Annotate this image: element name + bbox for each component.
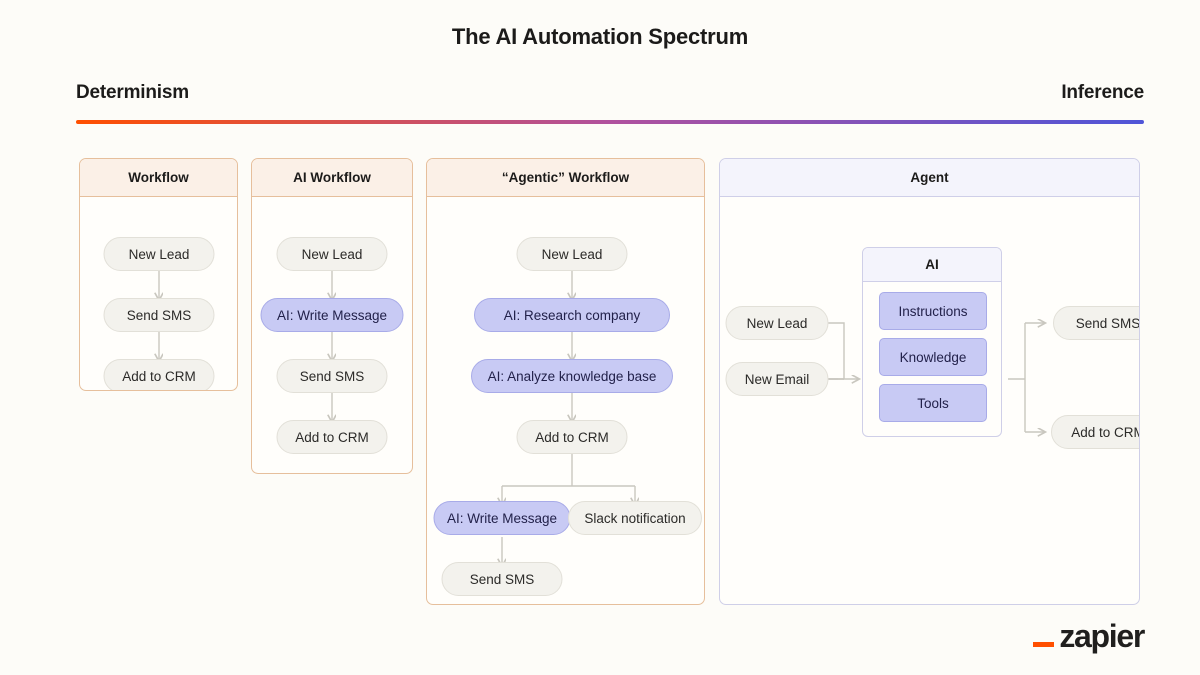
connectors-ai-workflow bbox=[252, 271, 413, 474]
agent-ai-box: AI Instructions Knowledge Tools bbox=[862, 247, 1002, 437]
connectors-agent bbox=[820, 197, 1140, 605]
agent-ai-box-title: AI bbox=[863, 248, 1001, 282]
spectrum-label-inference: Inference bbox=[1061, 82, 1144, 103]
connectors-agentic-workflow bbox=[427, 271, 705, 605]
node-new-lead[interactable]: New Lead bbox=[276, 237, 388, 271]
card-body-ai-workflow: New Lead AI: Write Message Send SMS Add … bbox=[252, 197, 413, 474]
node-input-new-email[interactable]: New Email bbox=[725, 362, 829, 396]
logo-underscore-icon bbox=[1033, 642, 1055, 647]
node-new-lead[interactable]: New Lead bbox=[103, 237, 215, 271]
node-input-new-lead[interactable]: New Lead bbox=[725, 306, 829, 340]
card-title-agent: Agent bbox=[720, 159, 1139, 197]
node-output-send-sms[interactable]: Send SMS bbox=[1053, 306, 1139, 340]
ai-block-knowledge[interactable]: Knowledge bbox=[879, 338, 987, 376]
node-send-sms[interactable]: Send SMS bbox=[276, 359, 388, 393]
node-send-sms[interactable]: Send SMS bbox=[441, 562, 563, 596]
spectrum-gradient-bar bbox=[76, 120, 1144, 124]
page-title: The AI Automation Spectrum bbox=[451, 24, 749, 49]
logo-wordmark: zapier bbox=[1059, 617, 1145, 654]
node-add-to-crm[interactable]: Add to CRM bbox=[103, 359, 215, 390]
card-title-agentic-workflow: “Agentic” Workflow bbox=[427, 159, 704, 197]
node-slack-notification[interactable]: Slack notification bbox=[568, 501, 702, 535]
spectrum-label-determinism: Determinism bbox=[76, 82, 189, 103]
node-ai-analyze-knowledge-base[interactable]: AI: Analyze knowledge base bbox=[471, 359, 673, 393]
node-ai-research-company[interactable]: AI: Research company bbox=[474, 298, 670, 332]
ai-block-tools[interactable]: Tools bbox=[879, 384, 987, 422]
connectors-workflow bbox=[80, 271, 238, 391]
node-send-sms[interactable]: Send SMS bbox=[103, 298, 215, 332]
card-agentic-workflow: “Agentic” Workflow New Lead AI: Research… bbox=[426, 158, 705, 605]
card-ai-workflow: AI Workflow New Lead AI: Write Message S… bbox=[251, 158, 413, 474]
card-agent: Agent New Lead New Email A bbox=[719, 158, 1140, 605]
node-ai-write-message[interactable]: AI: Write Message bbox=[433, 501, 571, 535]
card-body-workflow: New Lead Send SMS Add to CRM bbox=[80, 197, 238, 391]
card-workflow: Workflow New Lead Send SMS Add to CRM bbox=[79, 158, 238, 391]
node-ai-write-message[interactable]: AI: Write Message bbox=[260, 298, 404, 332]
node-add-to-crm[interactable]: Add to CRM bbox=[276, 420, 388, 454]
card-body-agentic-workflow: New Lead AI: Research company AI: Analyz… bbox=[427, 197, 705, 605]
node-add-to-crm[interactable]: Add to CRM bbox=[516, 420, 628, 454]
node-output-add-to-crm[interactable]: Add to CRM bbox=[1051, 415, 1139, 449]
ai-block-instructions[interactable]: Instructions bbox=[879, 292, 987, 330]
card-title-workflow: Workflow bbox=[80, 159, 237, 197]
card-body-agent: New Lead New Email AI Instructions Knowl… bbox=[720, 197, 1140, 605]
zapier-logo: zapier bbox=[1033, 617, 1145, 654]
node-new-lead[interactable]: New Lead bbox=[516, 237, 628, 271]
card-title-ai-workflow: AI Workflow bbox=[252, 159, 412, 197]
